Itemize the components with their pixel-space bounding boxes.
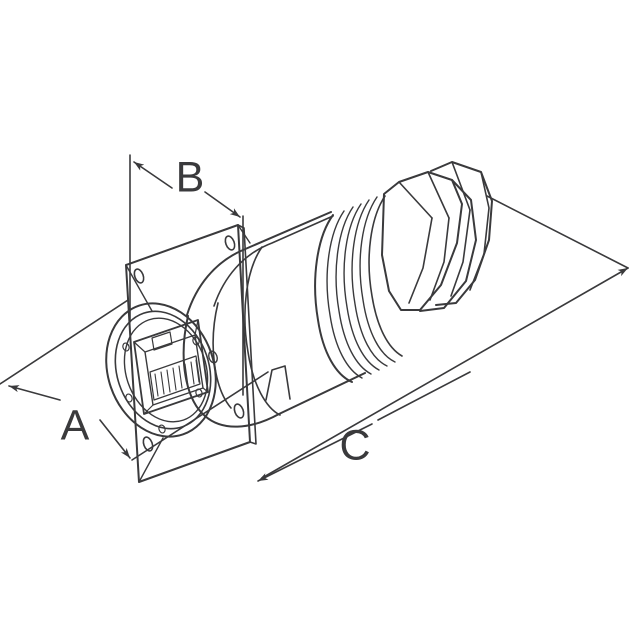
dimension-c-group (257, 195, 629, 482)
rj45-key-slot (151, 331, 173, 351)
flange-body-edges (125, 224, 251, 483)
bezel-outer-ring (105, 302, 217, 438)
dimension-label-a: A (61, 401, 90, 449)
rj45-jack-face (105, 302, 218, 438)
mounting-flange-plate (125, 224, 257, 483)
mounting-hole (133, 268, 145, 284)
dimension-label-b: B (176, 153, 205, 201)
rj45-contact-block (149, 355, 201, 401)
rj45-contacts (154, 359, 200, 397)
key-bump (125, 393, 133, 403)
key-bump (122, 342, 130, 352)
body-detail-hole (208, 350, 218, 364)
key-bump (158, 424, 166, 434)
mounting-hole (142, 436, 154, 452)
connector-body (182, 211, 366, 428)
dimension-a-group (0, 299, 269, 461)
bezel-inner-ring (114, 310, 212, 430)
mounting-hole (224, 235, 236, 251)
threaded-coupling (326, 196, 396, 379)
hex-nut (368, 171, 477, 357)
dimension-label-c: C (339, 421, 370, 469)
mounting-hole (233, 403, 245, 419)
cable-gland-cap (430, 161, 493, 306)
